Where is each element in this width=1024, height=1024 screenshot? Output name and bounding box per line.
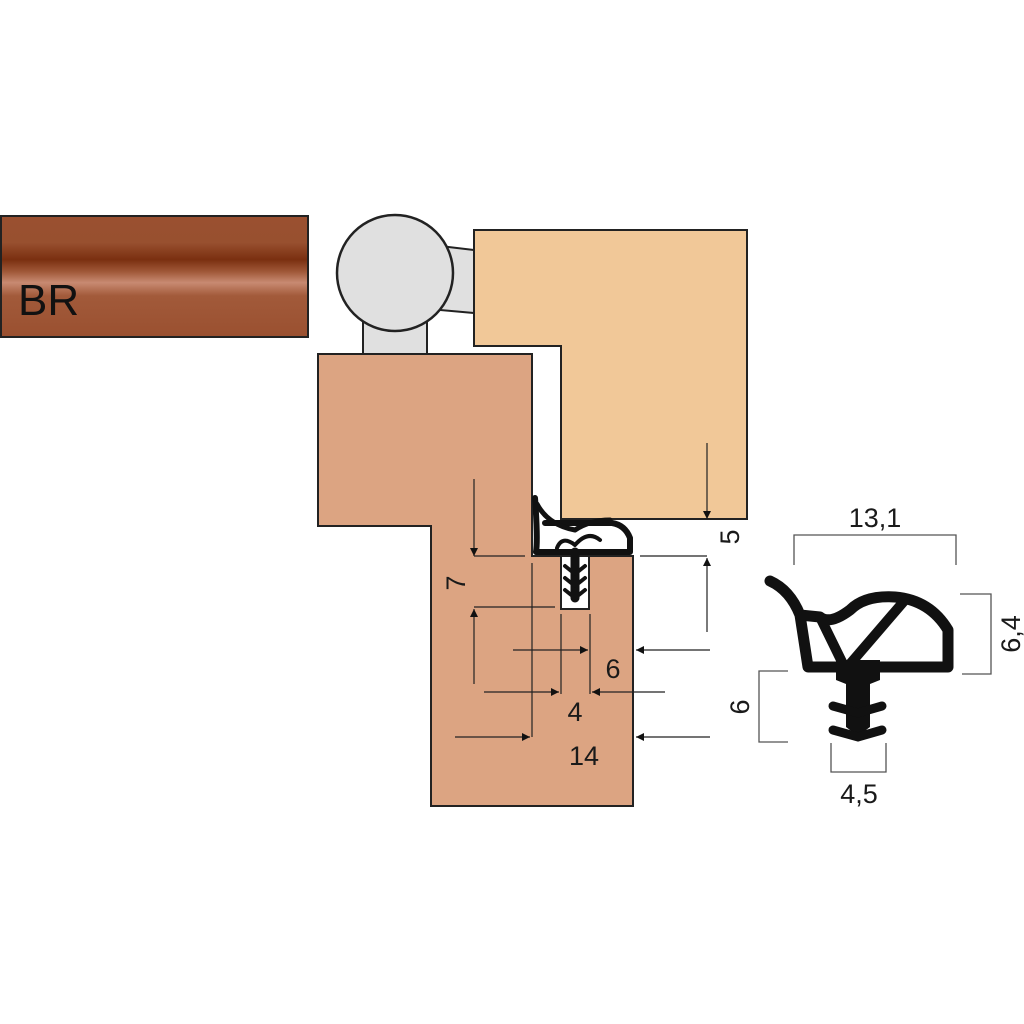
hinge-icon	[335, 213, 475, 357]
dim-profile-width: 13,1	[849, 503, 902, 533]
seal-profile	[764, 575, 954, 742]
sash-profile	[473, 229, 748, 520]
dim-groove-width: 4	[567, 697, 582, 727]
dim-foot-width: 4,5	[840, 779, 878, 809]
dim-groove-depth: 7	[441, 575, 471, 590]
dim-profile-height: 6,4	[996, 615, 1024, 653]
dim-foot-height: 6	[725, 699, 755, 714]
installation-dimension-lines	[455, 443, 711, 741]
color-swatch: BR	[0, 215, 309, 338]
swatch-label: BR	[18, 276, 79, 325]
dim-seal-offset: 6	[605, 654, 620, 684]
dim-rebate-width: 14	[569, 741, 599, 771]
installed-seal	[532, 495, 633, 603]
dim-gap-top: 5	[715, 529, 745, 544]
profile-dimension-lines	[758, 534, 992, 773]
